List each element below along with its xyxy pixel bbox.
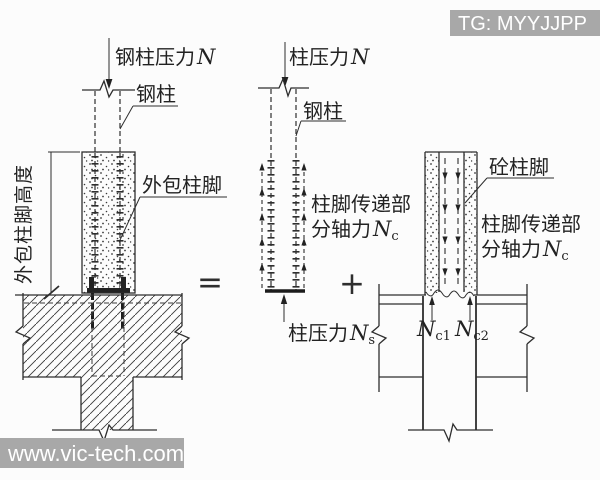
reaction1-label: Nc1 <box>416 317 451 344</box>
concrete-base-leader <box>464 177 554 204</box>
base-plate <box>87 288 130 293</box>
foundation-column-edges <box>80 377 134 430</box>
steel-column-leader <box>295 120 346 137</box>
bearing-wavy-line <box>425 289 475 299</box>
encased-base-leader <box>119 196 227 241</box>
watermark-text: www.vic-tech.com <box>7 441 184 466</box>
left-diagram: 钢柱压力N 外包柱脚高度 钢柱 <box>13 38 227 443</box>
hidden-pedestal-outline <box>91 303 125 377</box>
transfer-force-label-line1: 柱脚传递部 <box>311 192 411 216</box>
watermark-text: TG: MYYJJPP <box>458 13 587 35</box>
base-reaction-label: 柱压力Ns <box>288 321 375 348</box>
up-arrow-icon <box>467 296 473 305</box>
column-top-break-line <box>82 79 135 99</box>
steel-column-leader <box>119 105 178 130</box>
up-arrow-icons-right <box>301 163 307 271</box>
flange-weld-right <box>121 277 126 288</box>
right-edge-break-icon <box>173 325 191 345</box>
watermark-background <box>450 10 600 36</box>
concrete-base-label: 砼柱脚 <box>489 155 549 179</box>
steel-column-label: 钢柱 <box>303 99 343 123</box>
plus-operator: + <box>339 266 365 302</box>
watermark-top-right: TG: MYYJJPP <box>450 10 600 36</box>
encased-base-label: 外包柱脚 <box>142 173 222 197</box>
flange-weld-left <box>89 277 94 288</box>
bottom-break-line <box>408 422 493 444</box>
steel-column-label: 钢柱 <box>136 82 176 106</box>
transfer-force-label-line1: 柱脚传递部 <box>481 212 581 236</box>
right-diagram: 砼柱脚 柱脚传递部 分轴力Nc Nc1 Nc2 <box>370 151 581 444</box>
down-arrow-icons <box>442 172 461 276</box>
watermark-background <box>0 438 184 468</box>
up-arrow-icon <box>280 294 288 304</box>
foundation-column-hatch <box>81 377 133 430</box>
transfer-force-label-line2: 分轴力Nc <box>311 217 399 244</box>
transfer-force-label-line2: 分轴力Nc <box>481 237 569 264</box>
concrete-base-outline <box>424 151 478 295</box>
up-arrow-icon <box>429 296 435 305</box>
height-dimension-line <box>48 151 80 293</box>
transfer-force-lines <box>261 165 305 290</box>
column-top-break-line <box>258 77 309 99</box>
embedded-flange-lines <box>94 153 121 287</box>
steel-column-flanges <box>94 91 121 152</box>
foundation-slab-hatch <box>23 295 182 377</box>
bottom-break-line <box>52 423 157 443</box>
left-edge-break-icon <box>370 325 388 345</box>
concrete-strip-left <box>425 152 439 293</box>
right-edge-break-icon <box>518 325 536 345</box>
down-arrow-icon <box>105 79 113 89</box>
left-edge-break-icon <box>14 325 32 345</box>
dimension-tick-icon <box>43 285 60 300</box>
steel-column-flanges <box>270 89 297 290</box>
reaction2-label: Nc2 <box>454 317 489 344</box>
encased-base-concrete <box>81 151 136 294</box>
equals-operator: = <box>197 265 223 301</box>
concrete-strip-right <box>464 152 477 293</box>
column-load-label: 柱压力N <box>289 45 370 69</box>
lower-column-edges <box>422 296 477 430</box>
middle-diagram: 柱压力N 钢柱 柱脚传递部 分轴力Nc 柱压力Ns <box>258 42 411 348</box>
base-height-label: 外包柱脚高度 <box>13 164 35 284</box>
up-arrow-icons-left <box>259 163 265 271</box>
steel-column-load-label: 钢柱压力N <box>115 45 216 69</box>
shear-stud-rungs <box>267 160 300 288</box>
watermark-bottom-left: www.vic-tech.com <box>0 438 184 468</box>
